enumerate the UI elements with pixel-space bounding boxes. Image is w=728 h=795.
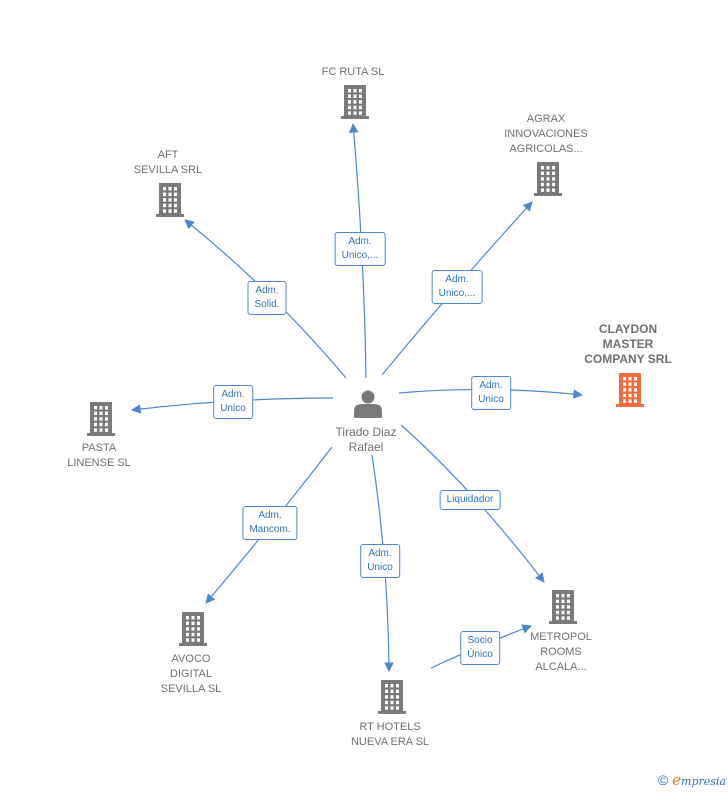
copyright-icon: © <box>657 772 669 788</box>
company-label-rt-hotels[interactable]: RT HOTELS NUEVA ERA SL <box>350 721 430 748</box>
relation-label-metropol[interactable]: Liquidador <box>439 490 501 510</box>
footer-brand[interactable]: © empresia <box>658 771 726 789</box>
building-icon-metropol[interactable] <box>549 590 577 624</box>
relation-label-pasta[interactable]: Adm. Unico <box>213 385 253 419</box>
company-label-metropol[interactable]: METROPOL ROOMS ALCALA... <box>530 631 592 673</box>
building-icon-claydon[interactable] <box>616 373 644 407</box>
company-label-fc-ruta[interactable]: FC RUTA SL <box>321 66 385 78</box>
person-icon[interactable] <box>354 390 382 419</box>
relation-label-claydon[interactable]: Adm. Unico <box>471 376 511 410</box>
relation-label-avoco[interactable]: Adm. Mancom. <box>242 506 298 540</box>
building-icon-avoco[interactable] <box>179 612 207 646</box>
relation-label-aft[interactable]: Adm. Solid. <box>247 281 287 315</box>
company-label-pasta[interactable]: PASTA LINENSE SL <box>67 442 131 469</box>
company-label-agrax[interactable]: AGRAX INNOVACIONES AGRICOLAS... <box>504 113 588 155</box>
relation-label-fc-ruta[interactable]: Adm. Unico,... <box>334 232 386 266</box>
company-label-aft[interactable]: AFT SEVILLA SRL <box>133 149 203 176</box>
relation-label-agrax[interactable]: Adm. Unico,... <box>431 270 483 304</box>
building-icon-pasta[interactable] <box>87 402 115 436</box>
company-label-claydon[interactable]: CLAYDON MASTER COMPANY SRL <box>584 322 672 366</box>
relation-label-metropol[interactable]: Socio Único <box>460 631 500 665</box>
brand-logo: empresia <box>672 771 726 789</box>
person-name[interactable]: Tirado Diaz Rafael <box>335 425 397 454</box>
company-label-avoco[interactable]: AVOCO DIGITAL SEVILLA SL <box>160 653 222 695</box>
building-icon-aft[interactable] <box>156 183 184 217</box>
building-icon-rt-hotels[interactable] <box>378 680 406 714</box>
relation-label-rt-hotels[interactable]: Adm. Unico <box>360 544 400 578</box>
building-icon-fc-ruta[interactable] <box>341 85 369 119</box>
building-icon-agrax[interactable] <box>534 162 562 196</box>
